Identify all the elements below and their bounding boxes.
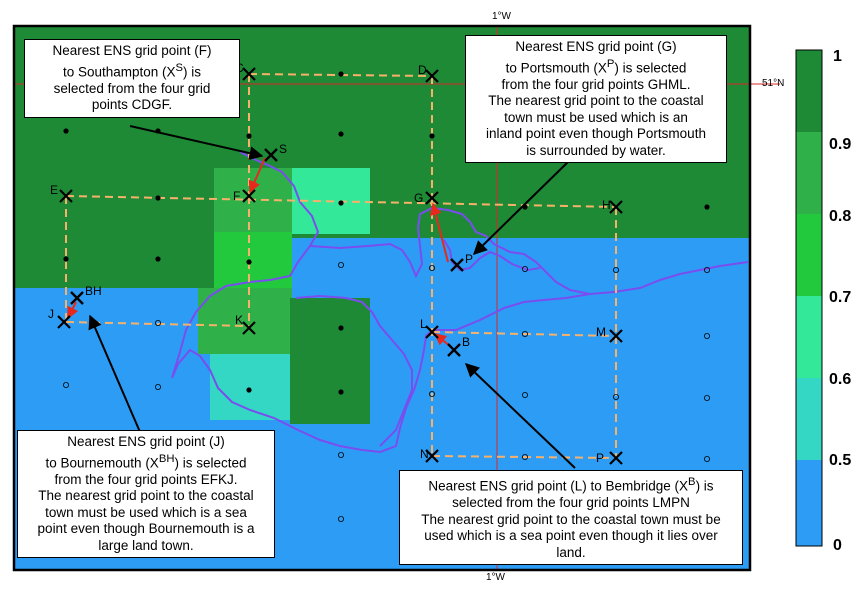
bottom-lon-label: 1°W xyxy=(486,572,505,583)
town-portsmouth-label: P xyxy=(465,252,473,266)
annotation-line: to Bournemouth (XBH) is selected xyxy=(45,452,247,471)
grid-point-f-label: F xyxy=(233,189,240,203)
annotation-line: Nearest ENS grid point (G) xyxy=(515,39,677,54)
annotation-line: to Southampton (XS) is xyxy=(62,61,202,80)
annotation-line: land. xyxy=(556,544,586,560)
annotation-line: points CDGF. xyxy=(91,97,173,112)
grid-point-f-marker xyxy=(242,189,256,203)
grid-point-p-label: P xyxy=(596,451,604,465)
grid-point-n-marker xyxy=(425,449,439,463)
colorbar-tick-0.8: 0.8 xyxy=(829,208,852,225)
arrow-s-to-f xyxy=(248,157,266,194)
annotation-line: selected from the four grid xyxy=(53,80,211,96)
grid-point-m-label: M xyxy=(596,325,606,339)
annotation-line: selected from the four grid points LMPN xyxy=(452,495,690,510)
annotation-line: from the four grid points EFKJ. xyxy=(54,471,238,487)
grid-point-k-label: K xyxy=(235,313,243,327)
lat-label: 51°N xyxy=(762,78,785,89)
grid-point-e-label: E xyxy=(50,183,58,197)
annotation-line: Nearest ENS grid point (L) to Bembridge … xyxy=(428,476,714,494)
annotation-line: used which is a sea point even though it… xyxy=(424,528,718,543)
tile-p90-b xyxy=(198,288,292,354)
towns-layer: S P BH B xyxy=(70,142,473,357)
grid-point-k-marker xyxy=(242,321,256,335)
colorbar xyxy=(795,49,823,547)
colorbar-tick-0.5: 0.5 xyxy=(829,452,852,469)
colorbar-seg-80 xyxy=(796,214,822,296)
coastline xyxy=(171,151,749,454)
grid-point-d-marker xyxy=(425,69,439,83)
colorbar-seg-90 xyxy=(796,132,822,214)
colorbar-tick-0.9: 0.9 xyxy=(829,136,852,153)
grid-point-g-label: G xyxy=(414,191,423,205)
grid-point-m-marker xyxy=(609,329,623,343)
grid-point-l-marker xyxy=(425,325,439,339)
tile-p100-c xyxy=(290,298,370,424)
annotation-line: Nearest ENS grid point (F) xyxy=(52,43,212,58)
grid-point-h-label: H xyxy=(602,198,611,212)
colorbar-seg-100 xyxy=(796,50,822,132)
annotation-line: town must be used which is a sea xyxy=(45,504,247,520)
grid-point-c-marker xyxy=(242,67,256,81)
annotation-line: The nearest grid point to the coastal xyxy=(488,93,704,108)
grid-point-e-marker xyxy=(59,189,73,203)
colorbar-seg-60 xyxy=(796,378,822,460)
grid-point-p-marker xyxy=(609,451,623,465)
town-bembridge-label: B xyxy=(462,335,470,349)
grid-point-l-label: L xyxy=(420,317,427,331)
colorbar-tick-0.7: 0.7 xyxy=(829,289,852,306)
coastline-inlet xyxy=(443,239,541,272)
annotation-line: from the four grid points GHML. xyxy=(501,76,691,92)
annotation-line: point even though Bournemouth is a xyxy=(37,521,255,536)
annotation-line: Nearest ENS grid point (J) xyxy=(67,434,225,449)
arrow-p-to-g xyxy=(429,202,449,263)
tile-p100-b xyxy=(14,238,214,288)
annotation-line: town must be used which is an xyxy=(504,109,688,125)
town-portsmouth-marker xyxy=(450,258,464,272)
town-southampton-marker xyxy=(264,148,278,162)
grid-point-n-label: N xyxy=(420,447,429,461)
town-bembridge-marker xyxy=(447,343,461,357)
callout-arrow-bembridge xyxy=(464,363,576,469)
grid-point-j-marker xyxy=(57,315,71,329)
town-bournemouth-label: BH xyxy=(85,284,102,298)
annotation-bembridge: Nearest ENS grid point (L) to Bembridge … xyxy=(399,470,743,565)
colorbar-tick-0: 0 xyxy=(833,537,842,554)
callout-arrow-southampton xyxy=(129,125,264,161)
colorbar-outline xyxy=(795,49,823,547)
annotation-portsmouth: Nearest ENS grid point (G) to Portsmouth … xyxy=(465,35,727,163)
town-southampton-label: S xyxy=(279,142,287,156)
annotation-bournemouth: Nearest ENS grid point (J) to Bournemouth… xyxy=(17,430,275,558)
annotation-line: The nearest grid point to the coastal to… xyxy=(421,511,721,527)
grid-point-d-label: D xyxy=(418,63,427,77)
colorbar-seg-70 xyxy=(796,296,822,378)
colorbar-seg-50 xyxy=(796,460,822,546)
tile-p80-a xyxy=(214,232,292,292)
grid-point-g-marker xyxy=(425,191,439,205)
colorbar-tick-0.6: 0.6 xyxy=(829,371,852,388)
coastline-north xyxy=(309,206,591,295)
coastline-isle xyxy=(295,294,413,447)
callout-arrow-bournemouth xyxy=(88,314,141,433)
map-frame xyxy=(12,24,752,572)
grid-points-layer: CDEFGHJKLMNP xyxy=(48,61,623,465)
town-bournemouth-marker xyxy=(70,291,84,305)
annotation-line: to Portsmouth (XP) is selected xyxy=(505,57,687,76)
callout-arrow-portsmouth xyxy=(472,159,571,255)
annotation-line: The nearest grid point to the coastal xyxy=(38,488,254,503)
annotation-line: is surrounded by water. xyxy=(526,142,666,158)
annotation-southampton: Nearest ENS grid point (F) to Southampton… xyxy=(24,39,240,118)
annotation-line: large land town. xyxy=(98,537,194,553)
grid-point-j-label: J xyxy=(48,307,54,321)
grid-point-h-marker xyxy=(609,200,623,214)
top-lon-label: 1°W xyxy=(492,11,511,22)
annotation-line: inland point even though Portsmouth xyxy=(486,126,706,141)
colorbar-tick-1: 1 xyxy=(833,48,842,65)
